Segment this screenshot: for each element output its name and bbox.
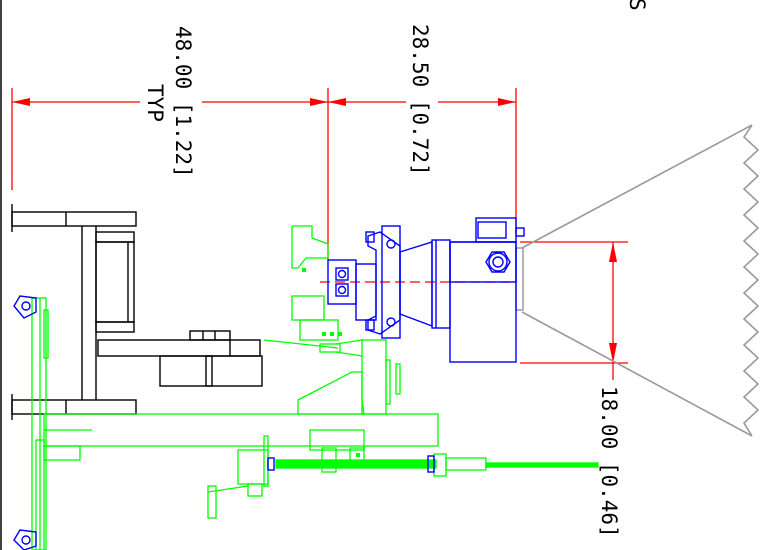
dimension-spray-width <box>520 241 628 380</box>
gun-detail-marks <box>302 268 360 457</box>
dim-text-gun-spacing-group: 48.00 [1.22] TYP <box>143 26 195 178</box>
spray-gun-assembly <box>31 225 599 550</box>
left-blue-clamps <box>13 295 435 550</box>
nozzle-assembly <box>327 217 525 363</box>
fixture-frame <box>11 204 263 420</box>
dimension-gun-spacing <box>11 88 329 260</box>
dimension-standoff <box>328 88 517 232</box>
dim-text-spray-width: 18.00 [0.46] <box>597 386 621 538</box>
dim-text-gun-spacing: 48.00 [1.22] <box>171 26 195 178</box>
corner-text: S <box>625 0 649 11</box>
dim-text-standoff: 28.50 [0.72] <box>408 24 432 176</box>
spray-cone <box>515 124 760 437</box>
dim-text-typ: TYP <box>143 84 167 122</box>
